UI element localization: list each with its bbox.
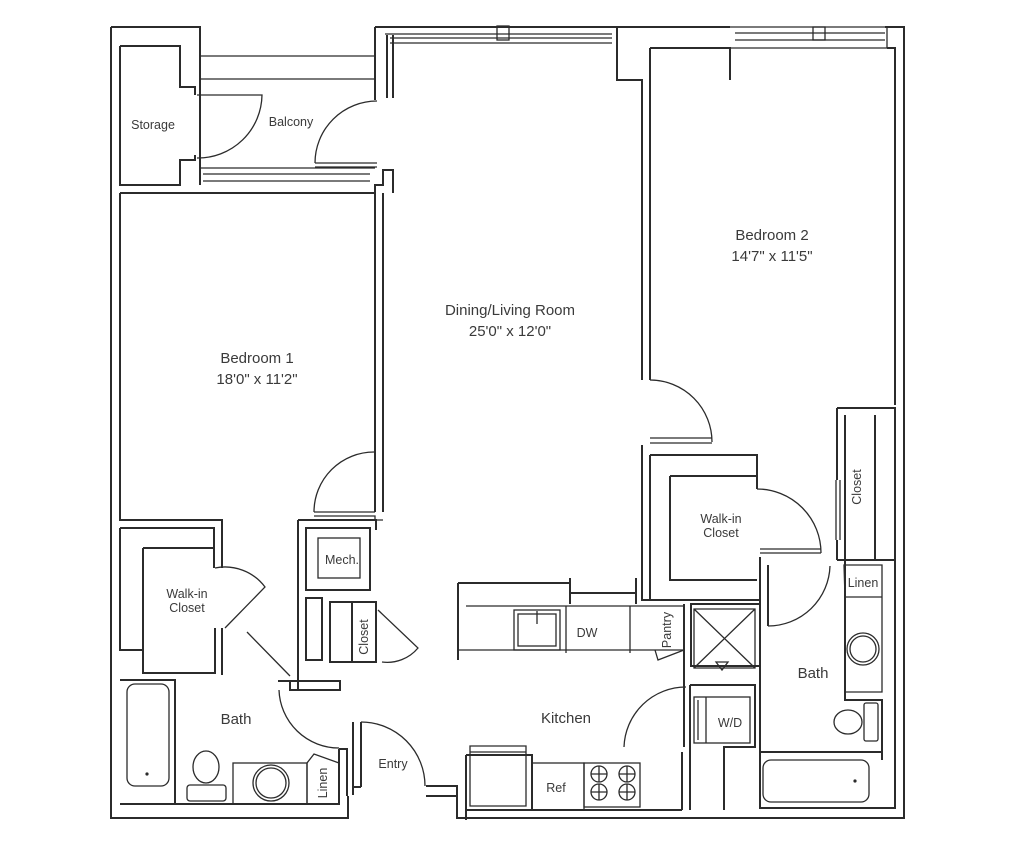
washer-dryer-label: W/D (718, 716, 742, 730)
door-swings (196, 94, 831, 787)
interior-walls (119, 169, 896, 820)
stove-burners-icon (590, 765, 636, 801)
linen2-label: Linen (848, 576, 879, 590)
bedroom2-dimensions: 14'7" x 11'5" (731, 248, 812, 265)
hall-closet-label: Closet (357, 619, 371, 655)
bath1-label: Bath (221, 711, 252, 728)
room-labels: Storage Balcony Bedroom 1 18'0" x 11'2" … (131, 115, 878, 798)
walkin1-label-line1: Walk-in (166, 587, 207, 601)
living-room-label: Dining/Living Room (445, 302, 575, 319)
walkin1-label-line2: Closet (169, 601, 205, 615)
linen1-label: Linen (316, 768, 330, 799)
bath2-label: Bath (798, 665, 829, 682)
balcony-label: Balcony (269, 115, 314, 129)
bedroom1-label: Bedroom 1 (220, 350, 293, 367)
walkin2-label-line2: Closet (703, 526, 739, 540)
mech-label: Mech. (325, 553, 359, 567)
exterior-walls (110, 25, 905, 819)
entry-label: Entry (378, 757, 408, 771)
walkin2-label-line1: Walk-in (700, 512, 741, 526)
pantry-label: Pantry (660, 611, 674, 648)
dishwasher-label: DW (577, 626, 598, 640)
bedroom1-dimensions: 18'0" x 11'2" (216, 371, 297, 388)
bedroom2-closet-label: Closet (850, 469, 864, 505)
living-room-dimensions: 25'0" x 12'0" (469, 323, 551, 340)
kitchen-label: Kitchen (541, 710, 591, 727)
refrigerator-label: Ref (546, 781, 566, 795)
bedroom2-label: Bedroom 2 (735, 227, 808, 244)
storage-label: Storage (131, 118, 175, 132)
